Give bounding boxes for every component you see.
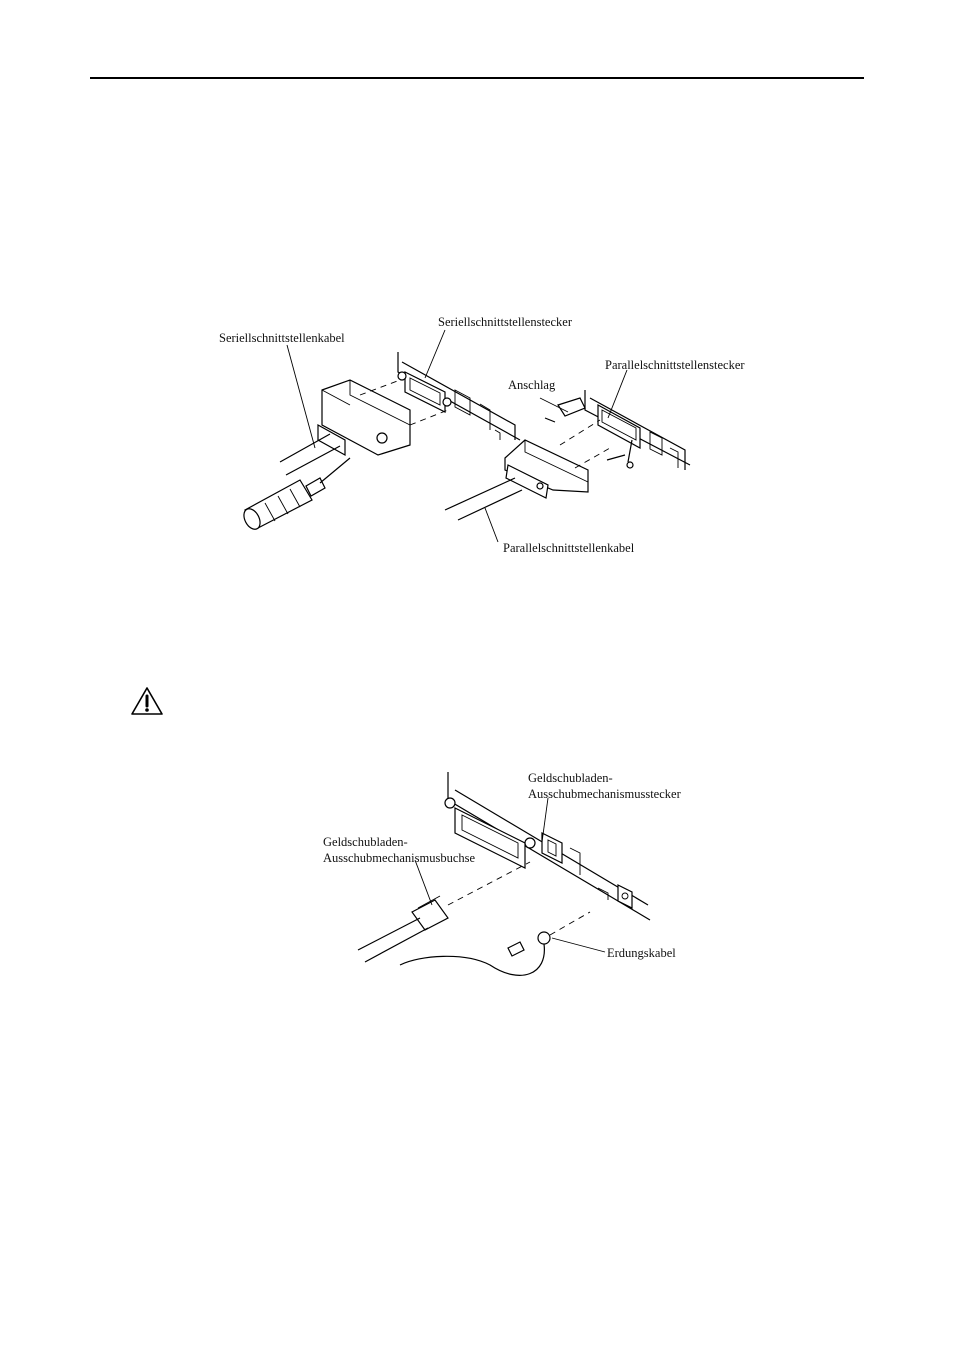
ground-cable (399, 911, 606, 976)
printer-rear-panel-left (397, 352, 521, 441)
ground-cable-label: Erdungskabel (607, 946, 676, 960)
printer-rear-panel-right (584, 390, 691, 470)
drawer-socket-label-line2: Ausschubmechanismusbuchse (323, 851, 476, 865)
serial-port (397, 371, 452, 413)
screwdriver (243, 457, 351, 530)
header-rule (90, 77, 864, 79)
warning-triangle-icon (130, 686, 164, 716)
parallel-cable-plug (444, 439, 589, 521)
drawer-connector-label-line1: Geldschubladen- (528, 771, 613, 785)
parallel-connector-label: Parallelschnittstellenstecker (605, 358, 745, 372)
drawer-cable-plug (357, 895, 449, 963)
serial-cable-plug (279, 379, 411, 476)
drawer-connector-label-line2: Ausschubmechanismusstecker (528, 787, 681, 801)
serial-cable-label: Seriellschnittstellenkabel (219, 331, 345, 345)
parallel-cable-label: Parallelschnittstellenkabel (503, 541, 635, 555)
printer-rear-panel-lower (444, 772, 651, 921)
stopper-label: Anschlag (508, 378, 556, 392)
drawer-connector-label: Geldschubladen- Ausschubmechanismussteck… (528, 770, 681, 802)
drawer-socket-label: Geldschubladen- Ausschubmechanismusbuchs… (323, 834, 475, 866)
serial-connector-label: Seriellschnittstellenstecker (438, 315, 572, 329)
drawer-socket-label-line1: Geldschubladen- (323, 835, 408, 849)
